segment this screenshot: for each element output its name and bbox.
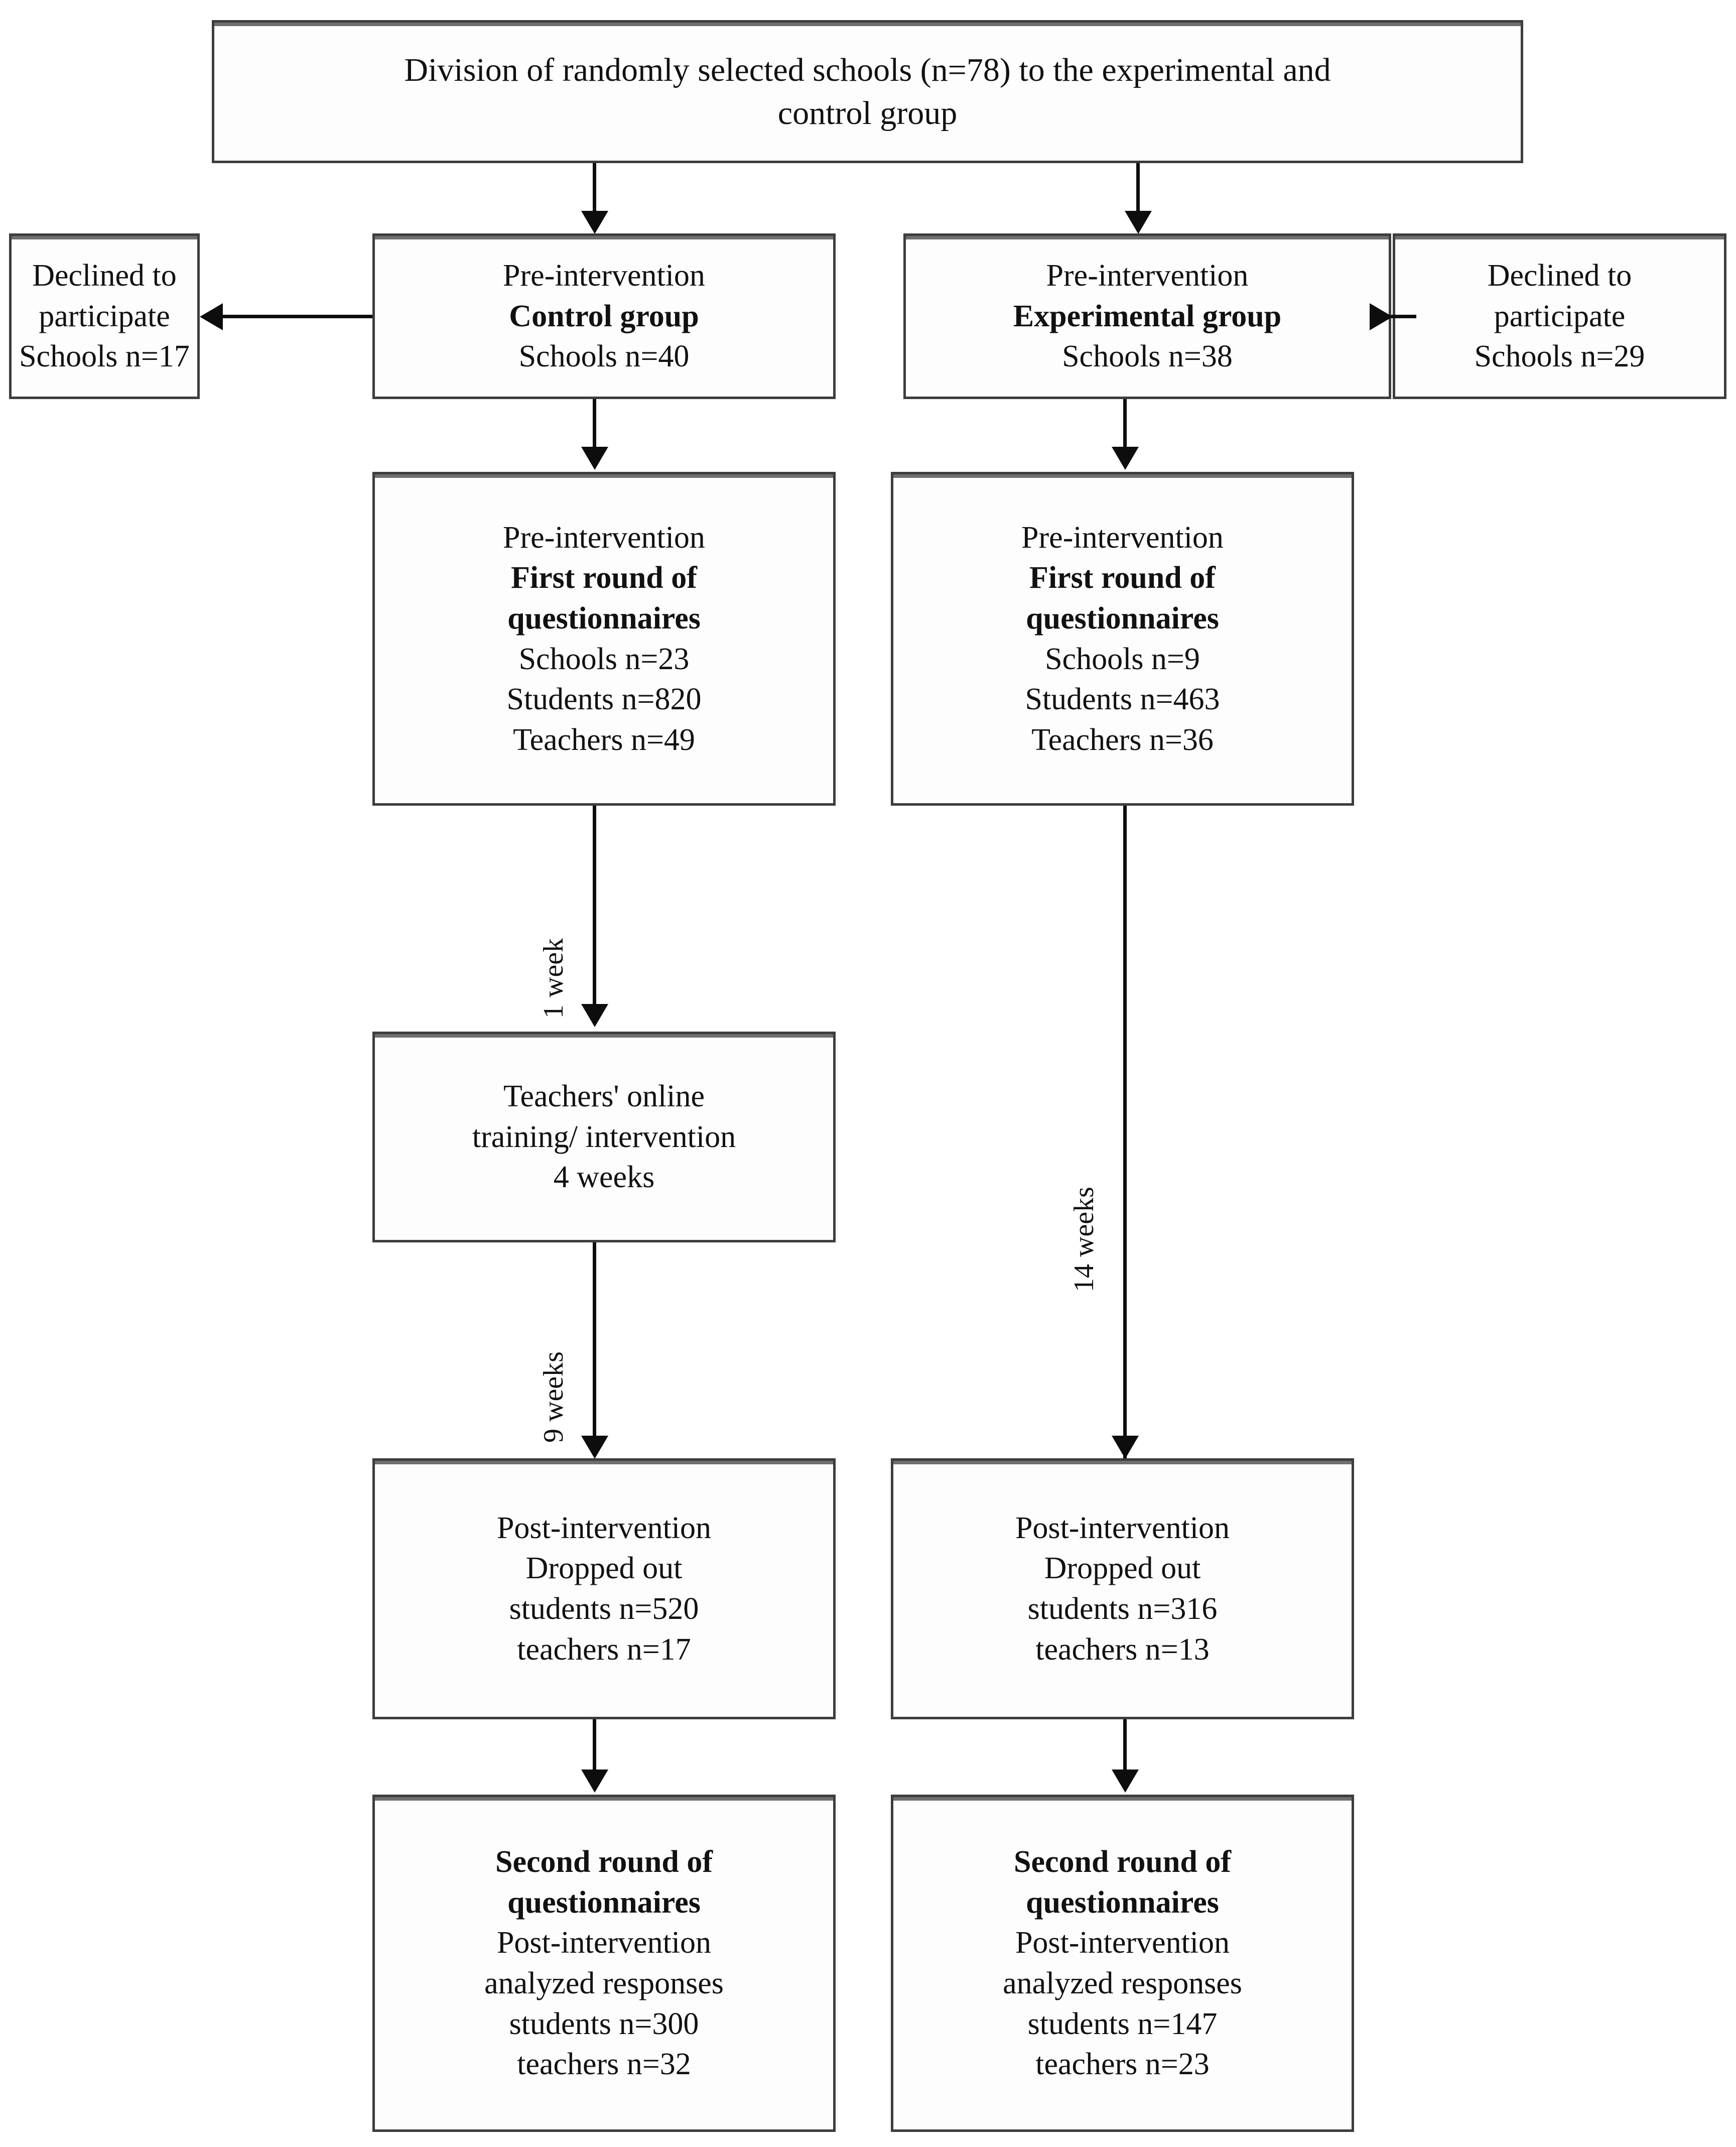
arrowhead-control-to-declined	[200, 303, 223, 330]
node-division-line1: Division of randomly selected schools (n…	[404, 51, 1331, 88]
node-second-round-control-line6: teachers n=32	[517, 2047, 691, 2082]
node-second-round-control-line5: students n=300	[509, 2006, 699, 2041]
node-pre-control-line1: Pre-intervention	[503, 259, 705, 293]
connector-dropped-to-second-experimental	[1123, 1719, 1127, 1775]
connector-experimental-fourteen-weeks	[1123, 806, 1127, 1458]
arrowhead-division-to-control	[581, 211, 608, 234]
node-second-round-experimental-line6: teachers n=23	[1035, 2047, 1210, 2082]
arrowhead-dropped-to-second-control	[581, 1770, 608, 1793]
node-second-round-control: Second round of questionnaires Post-inte…	[372, 1795, 836, 2132]
node-dropped-experimental: Post-intervention Dropped out students n…	[891, 1458, 1354, 1719]
arrowhead-experimental-to-declined	[1370, 303, 1393, 330]
edge-label-one-week: 1 week	[538, 938, 569, 1019]
node-dropped-control: Post-intervention Dropped out students n…	[372, 1458, 836, 1719]
edge-label-nine-weeks: 9 weeks	[538, 1351, 569, 1443]
node-second-round-control-line3: Post-intervention	[496, 1926, 712, 1960]
node-second-round-experimental: Second round of questionnaires Post-inte…	[891, 1795, 1354, 2132]
node-dropped-experimental-line1: Post-intervention	[1015, 1510, 1230, 1545]
edge-label-fourteen-weeks: 14 weeks	[1069, 1187, 1100, 1292]
arrowhead-training-to-dropped	[581, 1436, 608, 1459]
node-pre-experimental-line1: Pre-intervention	[1046, 259, 1249, 293]
node-first-round-control-line6: Teachers n=49	[513, 722, 695, 757]
connector-firstround-to-training	[593, 806, 596, 1014]
node-first-round-experimental-line4: Schools n=9	[1045, 642, 1200, 676]
node-dropped-control-line2: Dropped out	[525, 1551, 683, 1586]
connector-division-to-control	[593, 163, 596, 216]
node-first-round-experimental-line2: First round of	[1029, 561, 1216, 595]
arrowhead-precontrol-to-firstround	[581, 447, 608, 470]
connector-division-to-experimental	[1136, 163, 1140, 216]
node-declined-control-line1: Declined to	[32, 259, 177, 293]
node-first-round-experimental-line3: questionnaires	[1026, 601, 1219, 636]
node-pre-experimental-line2: Experimental group	[1013, 299, 1282, 333]
node-pre-control-line3: Schools n=40	[518, 339, 690, 374]
node-first-round-control: Pre-intervention First round of question…	[372, 472, 836, 806]
node-division-line2: control group	[777, 94, 958, 132]
node-pre-control: Pre-intervention Control group Schools n…	[372, 233, 836, 399]
node-first-round-control-line2: First round of	[511, 561, 697, 595]
node-pre-experimental: Pre-intervention Experimental group Scho…	[903, 233, 1391, 399]
connector-experimental-to-declined	[1391, 315, 1416, 318]
node-first-round-control-line4: Schools n=23	[518, 642, 690, 676]
connector-preexp-to-firstround	[1123, 399, 1127, 452]
node-dropped-experimental-line4: teachers n=13	[1035, 1632, 1210, 1667]
node-declined-experimental-line3: Schools n=29	[1474, 339, 1645, 374]
connector-dropped-to-second-control	[593, 1719, 596, 1775]
arrowhead-experimental-fourteen-weeks	[1112, 1436, 1139, 1459]
node-dropped-experimental-line3: students n=316	[1027, 1592, 1218, 1626]
node-declined-control-line2: participate	[39, 299, 170, 333]
connector-precontrol-to-firstround	[593, 399, 596, 452]
arrowhead-preexp-to-firstround	[1112, 447, 1139, 470]
node-second-round-control-line4: analyzed responses	[484, 1966, 724, 2000]
node-dropped-control-line1: Post-intervention	[496, 1510, 712, 1545]
node-pre-control-line2: Control group	[509, 299, 699, 333]
node-declined-experimental: Declined to participate Schools n=29	[1393, 233, 1726, 399]
arrowhead-dropped-to-second-experimental	[1112, 1770, 1139, 1793]
node-first-round-experimental-line1: Pre-intervention	[1021, 520, 1224, 555]
node-first-round-experimental-line5: Students n=463	[1025, 682, 1220, 717]
node-training-line1: Teachers' online	[503, 1079, 705, 1114]
node-declined-experimental-line1: Declined to	[1487, 259, 1632, 293]
node-second-round-experimental-line4: analyzed responses	[1003, 1966, 1242, 2000]
node-pre-experimental-line3: Schools n=38	[1062, 339, 1233, 374]
node-dropped-control-line4: teachers n=17	[517, 1632, 691, 1667]
node-dropped-experimental-line2: Dropped out	[1044, 1551, 1201, 1586]
node-second-round-experimental-line5: students n=147	[1027, 2006, 1218, 2041]
node-first-round-control-line1: Pre-intervention	[503, 520, 705, 555]
node-first-round-control-line5: Students n=820	[506, 682, 702, 717]
node-declined-control-line3: Schools n=17	[19, 339, 190, 374]
arrowhead-firstround-to-training	[581, 1004, 608, 1027]
node-training-line2: training/ intervention	[472, 1119, 736, 1154]
node-declined-control: Declined to participate Schools n=17	[9, 233, 200, 399]
node-division: Division of randomly selected schools (n…	[212, 20, 1523, 163]
arrowhead-division-to-experimental	[1125, 211, 1152, 234]
node-training-line3: 4 weeks	[553, 1160, 655, 1195]
node-second-round-experimental-line3: Post-intervention	[1015, 1926, 1230, 1960]
node-first-round-control-line3: questionnaires	[507, 601, 701, 636]
node-second-round-control-line2: questionnaires	[507, 1885, 701, 1920]
node-second-round-experimental-line2: questionnaires	[1026, 1885, 1219, 1920]
node-first-round-experimental-line6: Teachers n=36	[1031, 722, 1214, 757]
connector-control-to-declined	[223, 315, 372, 318]
connector-training-to-dropped	[593, 1242, 596, 1436]
node-second-round-experimental-line1: Second round of	[1014, 1845, 1231, 1879]
node-training: Teachers' online training/ intervention …	[372, 1032, 836, 1242]
node-dropped-control-line3: students n=520	[509, 1592, 699, 1626]
node-first-round-experimental: Pre-intervention First round of question…	[891, 472, 1354, 806]
node-declined-experimental-line2: participate	[1494, 299, 1626, 333]
node-second-round-control-line1: Second round of	[495, 1845, 713, 1879]
